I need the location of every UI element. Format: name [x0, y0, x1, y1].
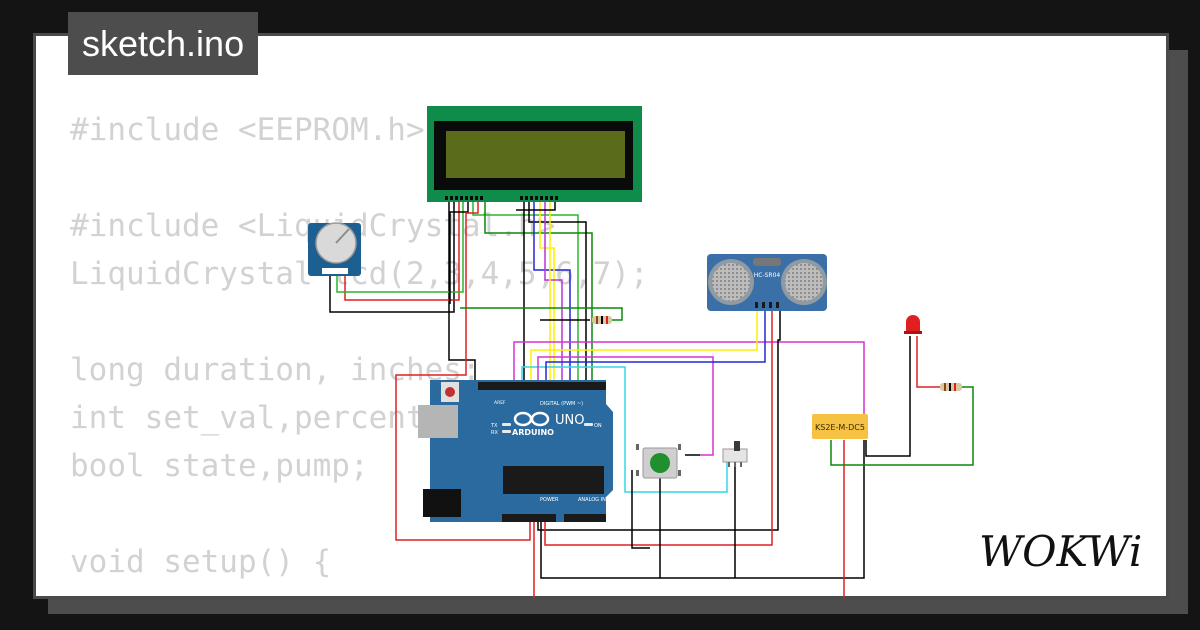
power-jack	[423, 489, 461, 517]
knob-indicator	[335, 228, 350, 244]
arduino-uno[interactable]: UNO ARDUINO DIGITAL (PWM ~) AREF TX RX O…	[418, 380, 613, 522]
code-line: void setup() {	[70, 544, 332, 580]
code-line: #include <LiquidCrystal.h>	[70, 208, 556, 244]
wokwi-logo: WOKWi	[979, 527, 1142, 575]
digital-header	[478, 382, 606, 390]
analog-label: ANALOG IN	[578, 497, 606, 503]
potentiometer[interactable]	[308, 222, 361, 276]
resistor-lcd[interactable]	[592, 316, 612, 324]
code-line: int set_val,percent;	[70, 400, 444, 436]
tx-label: TX	[490, 423, 498, 429]
resistor-led[interactable]	[940, 383, 962, 391]
power-label: POWER	[540, 497, 559, 503]
ultrasonic-label: HC-SR04	[754, 272, 781, 279]
atmega-chip	[503, 466, 604, 494]
rx-label: RX	[491, 430, 498, 436]
code-line: LiquidCrystal lcd(2,3,4,5,6,7);	[70, 256, 649, 292]
power-header	[502, 514, 556, 522]
wires	[329, 197, 974, 598]
code-preview: #include <EEPROM.h> #include <LiquidCrys…	[70, 106, 649, 586]
red-led[interactable]	[904, 315, 922, 334]
code-line: long duration, inches;	[70, 352, 481, 388]
arduino-logo	[513, 411, 550, 427]
push-button[interactable]	[636, 444, 681, 479]
wokwi-wordmark: WOKWi	[979, 527, 1142, 575]
lcd-display[interactable]	[427, 106, 642, 202]
ultrasonic-sensor[interactable]: HC-SR04	[707, 254, 827, 311]
slide-switch[interactable]	[722, 441, 748, 467]
usb-port	[418, 405, 458, 438]
sketch-filename-tab[interactable]: sketch.ino	[68, 12, 259, 75]
on-label: ON	[594, 423, 602, 429]
aref-label: AREF	[494, 400, 506, 406]
digital-label: DIGITAL (PWM ~)	[540, 401, 583, 407]
code-line: bool state,pump;	[70, 448, 369, 484]
code-line: #include <EEPROM.h>	[70, 112, 425, 148]
analog-header	[564, 514, 606, 522]
relay-label: KS2E-M-DC5	[815, 423, 865, 432]
arduino-model: UNO	[555, 413, 584, 428]
lcd-pins	[445, 196, 558, 200]
reset-button	[445, 387, 455, 397]
relay-module[interactable]: KS2E-M-DC5	[812, 414, 868, 439]
arduino-brand: ARDUINO	[512, 428, 554, 437]
